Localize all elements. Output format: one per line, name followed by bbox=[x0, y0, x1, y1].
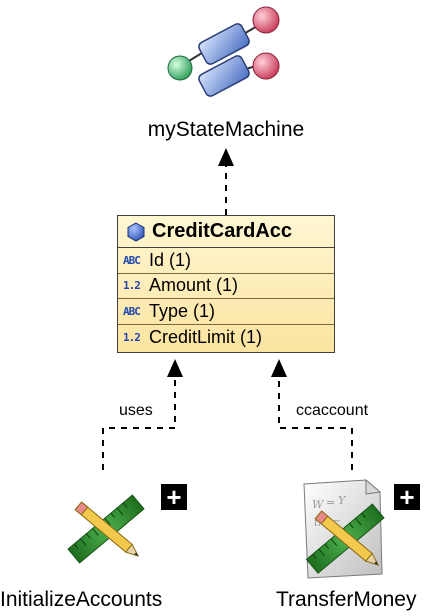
expand-plus-icon[interactable]: + bbox=[161, 484, 187, 510]
arrowhead-uses bbox=[167, 359, 183, 377]
svg-text:Y: Y bbox=[338, 494, 347, 507]
arrowhead-ccaccount bbox=[271, 359, 287, 377]
expand-plus-icon[interactable]: + bbox=[394, 484, 420, 510]
attribute-label: CreditLimit (1) bbox=[149, 326, 263, 347]
svg-text:=: = bbox=[326, 496, 335, 509]
edge-ccaccount bbox=[278, 370, 353, 470]
edge-label-uses: uses bbox=[119, 402, 153, 419]
attribute-row[interactable]: 1.2 CreditLimit (1) bbox=[118, 325, 334, 351]
action-label-transfer: TransferMoney bbox=[276, 588, 417, 611]
number-type-icon: 1.2 bbox=[123, 330, 141, 344]
formula-ruler-icon[interactable]: W=Y th~ bbox=[296, 478, 396, 584]
state-machine-icon[interactable] bbox=[162, 2, 284, 102]
edge-uses bbox=[102, 370, 176, 470]
string-type-icon: ABC bbox=[123, 304, 141, 318]
class-header: CreditCardAcc bbox=[118, 216, 334, 248]
attribute-row[interactable]: ABC Id (1) bbox=[118, 248, 334, 274]
number-type-icon: 1.2 bbox=[123, 279, 141, 293]
class-box[interactable]: CreditCardAcc ABC Id (1) 1.2 Amount (1) … bbox=[117, 215, 335, 353]
edge-label-ccaccount: ccaccount bbox=[296, 402, 369, 419]
arrowhead-statemachine bbox=[218, 148, 234, 166]
ruler-pencil-icon[interactable] bbox=[58, 486, 154, 572]
attribute-row[interactable]: ABC Type (1) bbox=[118, 299, 334, 325]
class-name: CreditCardAcc bbox=[152, 220, 293, 242]
attribute-row[interactable]: 1.2 Amount (1) bbox=[118, 274, 334, 299]
svg-text:~: ~ bbox=[332, 514, 341, 527]
attribute-label: Type (1) bbox=[149, 300, 216, 321]
svg-text:W: W bbox=[312, 498, 325, 511]
action-label-initialize: InitializeAccounts bbox=[0, 588, 163, 611]
attribute-label: Id (1) bbox=[149, 249, 192, 270]
class-icon bbox=[127, 221, 145, 242]
state-machine-label: myStateMachine bbox=[147, 118, 305, 141]
attribute-label: Amount (1) bbox=[149, 275, 239, 296]
string-type-icon: ABC bbox=[123, 253, 141, 267]
